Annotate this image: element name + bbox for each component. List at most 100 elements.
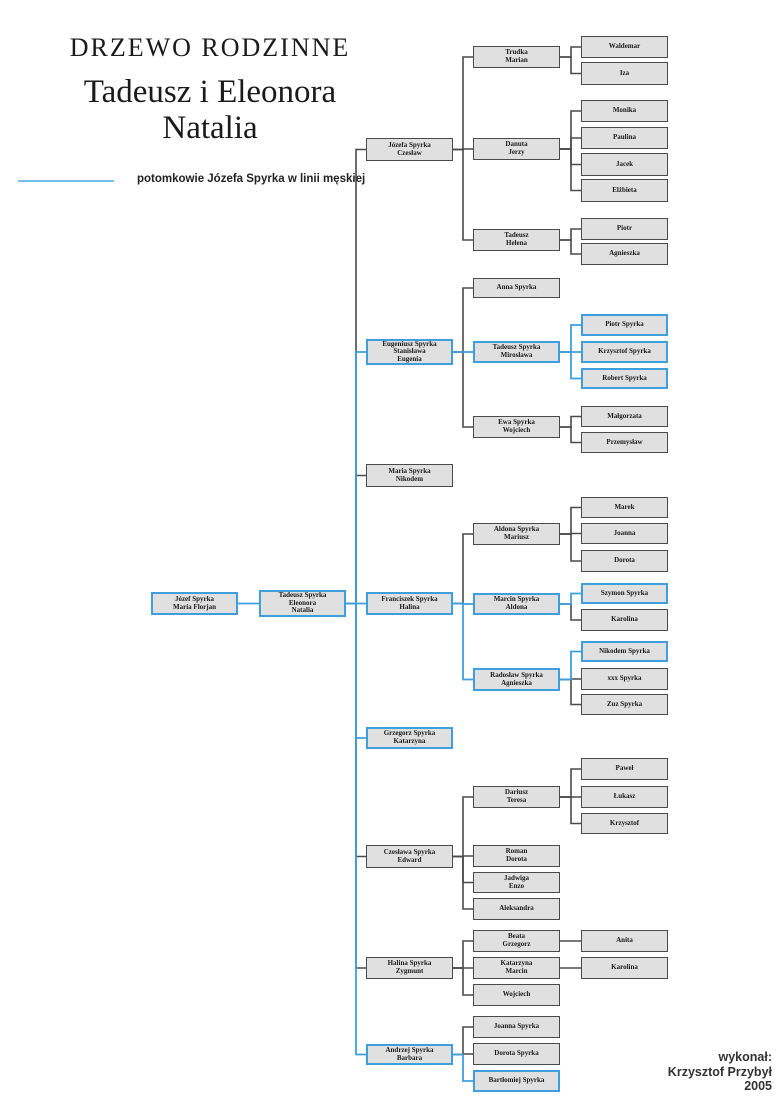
person-box-krzysztof: Krzysztof — [581, 813, 668, 834]
person-name-line: Maria Florjan — [173, 602, 216, 611]
person-name-line: Mirosława — [500, 351, 533, 359]
connector-tadeusz-helena-to-piotr — [560, 228, 581, 241]
person-name-line: Paulina — [613, 133, 636, 142]
person-box-robert-spyrka: Robert Spyrka — [581, 368, 668, 389]
person-box-anna: Anna Spyrka — [473, 278, 560, 298]
person-box-pawel: Paweł — [581, 758, 668, 780]
person-box-anita: Anita — [581, 930, 668, 952]
person-box-wojciech: Wojciech — [473, 984, 560, 1006]
connector-dariusz-teresa-to-krzysztof — [560, 796, 581, 825]
person-name-line: Trudka — [505, 48, 528, 57]
person-name-line: Zuz Spyrka — [606, 699, 643, 708]
connector-trudka-to-iza — [560, 56, 581, 75]
person-name-line: Aldona — [505, 603, 528, 611]
person-name-line: Halina Spyrka — [387, 959, 432, 968]
person-box-elzbieta: Elżbieta — [581, 179, 668, 202]
person-name-line: Dorota Spyrka — [494, 1049, 539, 1058]
connector-czeslawa-to-aleksandra — [453, 855, 473, 910]
person-name-line: Nikodem Spyrka — [599, 646, 650, 655]
person-box-marek: Marek — [581, 497, 668, 518]
connector-danuta-to-elzbieta — [560, 148, 581, 192]
connector-ewa-to-przemyslaw — [560, 426, 581, 444]
person-name-line: Dorota — [614, 556, 635, 565]
person-name-line: Eugenia — [397, 354, 422, 363]
person-name-line: Ewa Spyrka — [498, 418, 535, 427]
person-name-line: Zygmunt — [395, 967, 424, 975]
person-name-line: Marek — [614, 502, 635, 511]
person-name-line: Wojciech — [502, 426, 531, 434]
person-name-line: Elżbieta — [612, 185, 637, 194]
person-name-line: Mariusz — [504, 533, 529, 541]
connector-tadeusz-miroslawa-to-piotr-spyrka — [560, 324, 581, 353]
connector-tadeusz-eleonora-to-andrzej — [346, 602, 366, 1056]
person-name-line: Iza — [619, 68, 630, 77]
person-box-lukasz: Łukasz — [581, 786, 668, 808]
credit-author: Krzysztof Przybył — [667, 1064, 772, 1079]
person-name-line: Roman — [505, 847, 528, 856]
person-box-piotr: Piotr — [581, 218, 668, 240]
person-name-line: Danuta — [505, 140, 528, 149]
subtitle-line-1: Tadeusz i Eleonora — [83, 74, 337, 110]
connector-czeslawa-to-dariusz-teresa — [453, 796, 473, 858]
person-box-malgorzata: Małgorzata — [581, 406, 668, 427]
person-name-line: Natalia — [291, 606, 314, 615]
person-box-iza: Iza — [581, 62, 668, 85]
connector-ewa-to-malgorzata — [560, 415, 581, 428]
person-name-line: Krzysztof Spyrka — [598, 347, 651, 356]
subtitle-line-2: Natalia — [162, 110, 258, 146]
person-name-line: Wojciech — [502, 990, 531, 999]
person-box-karolina1: Karolina — [581, 609, 668, 631]
person-name-line: Agnieszka — [501, 678, 532, 687]
legend-label: potomkowie Józefa Spyrka w linii męskiej — [137, 173, 366, 185]
person-name-line: Anna Spyrka — [496, 283, 537, 292]
person-name-line: Jadwiga — [504, 873, 529, 882]
person-name-line: Karolina — [611, 615, 638, 624]
credit-made-by: wykonał: — [718, 1050, 773, 1064]
person-name-line: Karolina — [611, 963, 638, 972]
connector-franciszek-to-radoslaw — [453, 602, 473, 681]
person-name-line: Aldona Spyrka — [493, 525, 540, 534]
person-name-line: Barbara — [396, 1053, 423, 1062]
person-name-line: Grzegorz — [502, 940, 531, 948]
connector-jozefa-czeslaw-to-tadeusz-helena — [453, 148, 473, 241]
connector-eugeniusz-to-anna — [453, 287, 473, 353]
person-box-monika: Monika — [581, 100, 668, 122]
person-name-line: Józefa Spyrka — [388, 140, 431, 149]
person-name-line: Dorota — [506, 855, 527, 863]
person-name-line: Marian — [505, 56, 528, 64]
person-name-line: Eugeniusz Spyrka — [382, 339, 437, 348]
person-name-line: Enzo — [508, 881, 525, 890]
person-name-line: Edward — [397, 855, 422, 864]
person-box-joanna: Joanna — [581, 523, 668, 544]
person-name-line: Katarzyna — [500, 959, 533, 968]
connector-aldona-mariusz-to-dorota — [560, 533, 581, 562]
tree-subtitle: Tadeusz i Eleonora Natalia — [0, 74, 420, 146]
credit-block: wykonał: Krzysztof Przybył 2005 — [572, 1050, 772, 1094]
person-box-przemyslaw: Przemysław — [581, 432, 668, 453]
connector-franciszek-to-aldona-mariusz — [453, 533, 473, 605]
person-name-line: Radosław Spyrka — [490, 670, 543, 679]
connector-tadeusz-eleonora-to-eugeniusz — [346, 351, 366, 605]
person-name-line: Stanisława — [393, 347, 426, 356]
person-name-line: Dariusz — [504, 788, 529, 797]
person-box-agnieszka: Agnieszka — [581, 243, 668, 265]
person-box-paulina: Paulina — [581, 127, 668, 149]
person-box-krzysztof-spyrka: Krzysztof Spyrka — [581, 341, 668, 363]
